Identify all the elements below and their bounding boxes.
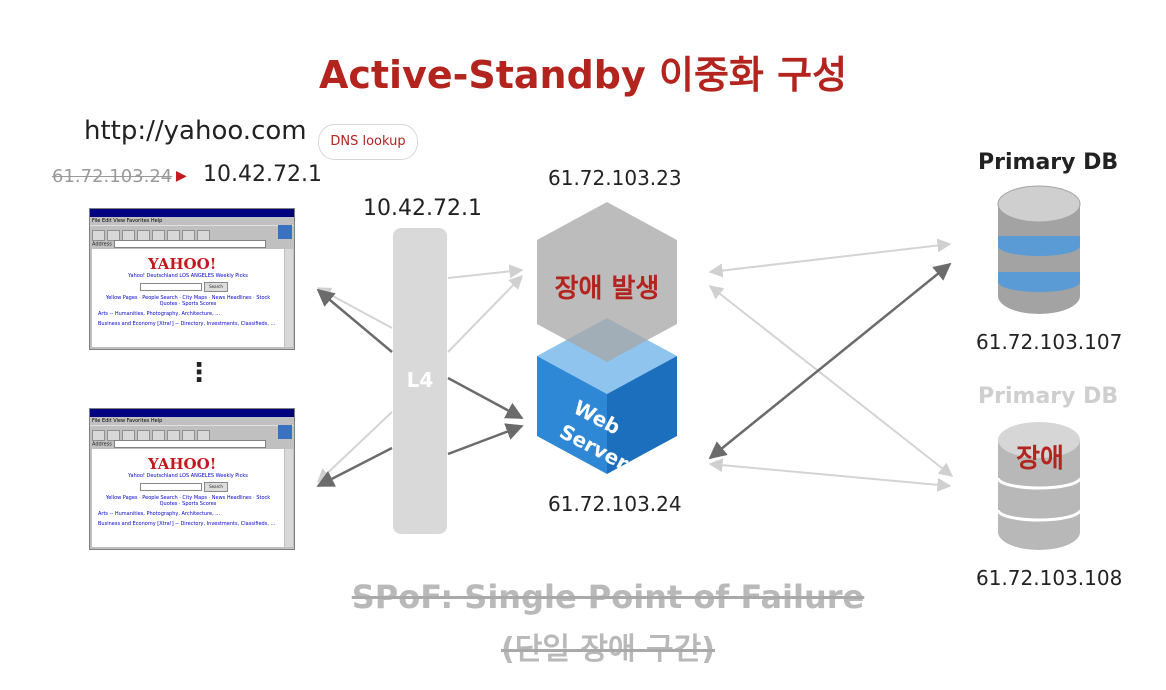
- arrow-failed-server-db2: [708, 285, 954, 477]
- arrow-l4-active-server-1: [447, 376, 524, 420]
- secondary-db-ip: 61.72.103.108: [976, 566, 1123, 590]
- vertical-ellipsis: ⋮: [186, 358, 212, 388]
- browser-menubar: File Edit View Favorites Help: [90, 417, 294, 425]
- yahoo-search-field: [140, 483, 202, 491]
- browser-titlebar: [90, 209, 294, 217]
- yahoo-links-row: Yellow Pages · People Search · City Maps…: [105, 295, 271, 307]
- l4-ip-address: 10.42.72.1: [363, 196, 482, 221]
- ie-logo-icon: [278, 425, 292, 439]
- address-bar: Address: [90, 240, 294, 248]
- arrow-failed-server-db1: [708, 238, 952, 278]
- old-ip-address: 61.72.103.24: [52, 166, 173, 187]
- yahoo-search-field: [140, 283, 202, 291]
- spof-subtitle: (단일 장애 구간): [501, 632, 715, 667]
- arrow-l4-failed-server-2: [447, 274, 523, 353]
- secondary-db-title: Primary DB: [978, 384, 1119, 409]
- l4-switch: [393, 228, 447, 534]
- browser-window-1: File Edit View Favorites Help Address YA…: [89, 208, 295, 350]
- yahoo-search-button: Search: [204, 282, 228, 292]
- failure-occurred-label: 장애 발생: [554, 274, 660, 304]
- client-url: http://yahoo.com: [84, 116, 307, 146]
- arrow-active-server-db1: [708, 262, 952, 460]
- browser-window-2: File Edit View Favorites Help Address YA…: [89, 408, 295, 550]
- failed-server-ip: 61.72.103.23: [548, 166, 682, 190]
- yahoo-sub-links: Yahoo! Deutschland LOS ANGELES Weekly Pi…: [128, 273, 248, 279]
- browser-page: YAHOO! Yahoo! Deutschland LOS ANGELES We…: [92, 449, 284, 547]
- yahoo-search-button: Search: [204, 482, 228, 492]
- arrow-l4-failed-server-1: [447, 264, 524, 279]
- web-server-failed: [537, 202, 677, 362]
- secondary-db-cylinder: [996, 422, 1082, 550]
- address-bar: Address: [90, 440, 294, 448]
- yahoo-logo: YAHOO!: [148, 255, 217, 273]
- yahoo-category-2: Business and Economy [Xtra!] -- Director…: [98, 521, 276, 527]
- primary-db-title: Primary DB: [978, 150, 1119, 175]
- arrow-l4-client1-dark: [316, 288, 393, 353]
- primary-db-ip: 61.72.103.107: [976, 330, 1123, 354]
- spof-title: SPoF: Single Point of Failure: [351, 578, 865, 616]
- ie-logo-icon: [278, 225, 292, 239]
- browser-titlebar: [90, 409, 294, 417]
- l4-label: L4: [406, 368, 434, 392]
- secondary-db-failure-label: 장애: [1016, 444, 1064, 474]
- play-arrow-icon: ▶: [176, 168, 187, 184]
- yahoo-sub-links: Yahoo! Deutschland LOS ANGELES Weekly Pi…: [128, 473, 248, 479]
- active-server-ip: 61.72.103.24: [548, 492, 682, 516]
- yahoo-category-1: Arts -- Humanities, Photography, Archite…: [98, 311, 221, 317]
- browser-page: YAHOO! Yahoo! Deutschland LOS ANGELES We…: [92, 249, 284, 347]
- yahoo-logo: YAHOO!: [148, 455, 217, 473]
- browser-scrollbar: [285, 249, 293, 347]
- arrow-l4-active-server-2: [447, 423, 524, 456]
- yahoo-category-2: Business and Economy [Xtra!] -- Director…: [98, 321, 276, 327]
- browser-menubar: File Edit View Favorites Help: [90, 217, 294, 225]
- yahoo-category-1: Arts -- Humanities, Photography, Archite…: [98, 511, 221, 517]
- primary-db-cylinder: [997, 185, 1081, 314]
- arrow-client2-l4-light: [316, 411, 393, 483]
- arrow-active-server-db2: [708, 458, 952, 492]
- new-ip-address: 10.42.72.1: [203, 162, 322, 187]
- arrow-l4-client2-dark: [316, 446, 393, 488]
- dns-lookup-badge: DNS lookup: [318, 124, 418, 160]
- browser-scrollbar: [285, 449, 293, 547]
- page-title: Active-Standby 이중화 구성: [318, 53, 848, 97]
- yahoo-links-row: Yellow Pages · People Search · City Maps…: [105, 495, 271, 507]
